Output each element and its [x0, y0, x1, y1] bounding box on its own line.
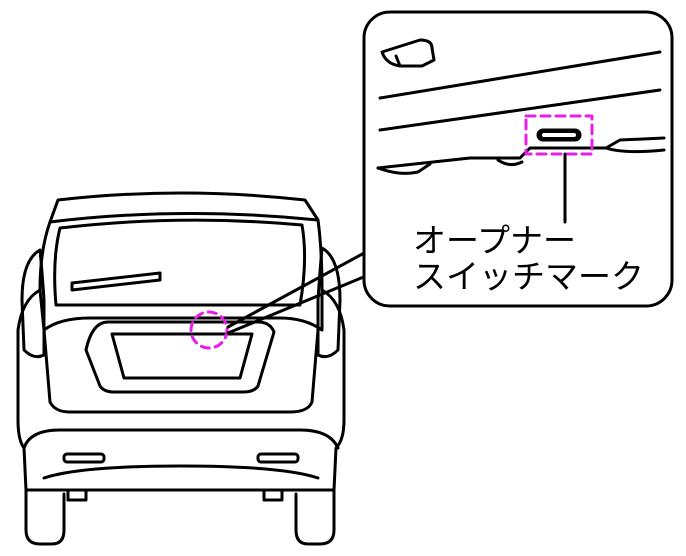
bumper-lower [42, 464, 320, 480]
tailgate-edge [42, 328, 320, 414]
license-plate-inner [110, 332, 254, 380]
tailgate-lower-edge [376, 136, 666, 170]
reflector-right [256, 452, 300, 464]
tail-light-left [20, 248, 46, 359]
rear-wiper [70, 271, 162, 292]
bracket-left [66, 488, 88, 502]
reflector-left [62, 452, 106, 464]
opener-switch-label-line1: オープナー [413, 221, 577, 260]
roof-spoiler [48, 191, 320, 224]
bracket-right [262, 488, 284, 502]
callout-box [362, 10, 674, 308]
tire-left [24, 488, 66, 546]
car-rear-outline [16, 191, 346, 546]
license-plate-recess [84, 320, 276, 394]
body-lower [16, 288, 346, 492]
rear-bumper [22, 428, 340, 450]
callout-pointer [226, 250, 368, 335]
opener-switch-label-line2: スイッチマーク [413, 257, 644, 296]
rear-camera [380, 38, 436, 68]
rear-window [53, 218, 307, 307]
opener-switch-highlight-box [524, 114, 594, 156]
rear-window-frame [38, 218, 324, 332]
panel-line-upper [378, 50, 662, 100]
tire-right [294, 488, 336, 546]
opener-location-highlight [189, 310, 229, 350]
panel-line-mid [378, 88, 662, 132]
